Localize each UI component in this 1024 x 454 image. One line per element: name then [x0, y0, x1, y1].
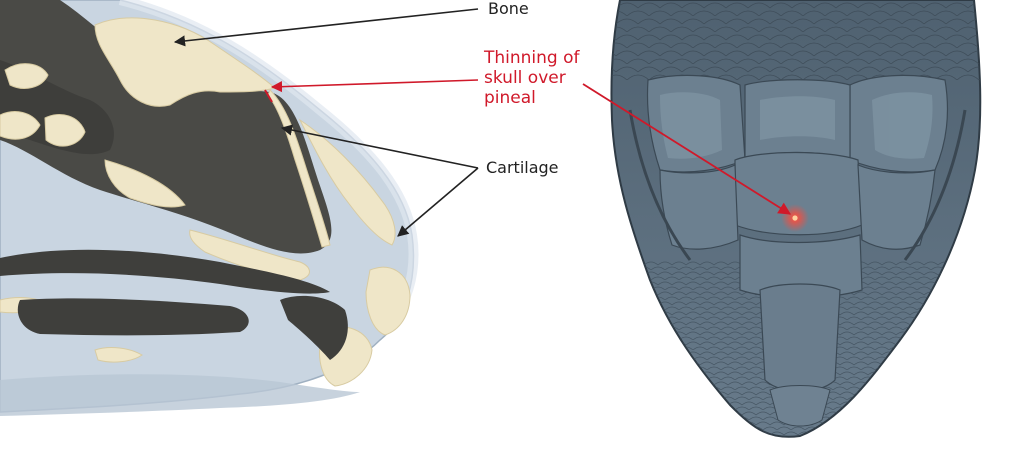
bone-pointer — [173, 8, 479, 47]
lizard-head-top-view — [610, 0, 982, 438]
brain-cavity — [0, 0, 332, 254]
bone-roof — [94, 17, 277, 107]
skull-cross-section — [0, 0, 419, 416]
cartilage-pointer-2 — [397, 167, 479, 237]
cartilage-pointer-1 — [280, 124, 479, 169]
bone-label: Bone — [488, 0, 529, 18]
pineal-label-line-1: Thinning of — [484, 48, 580, 68]
pineal-label-line-3: pineal — [484, 88, 536, 108]
pineal-label-line-2: skull over — [484, 68, 566, 88]
pineal-pointer-right — [582, 83, 792, 215]
pineal-pointer-left — [270, 79, 479, 93]
skull-thinning-marker — [264, 89, 273, 103]
bone-snout-tip — [365, 266, 411, 336]
pineal-thinning-label: Thinning of skull over pineal — [484, 48, 580, 108]
cartilage-label: Cartilage — [486, 158, 559, 177]
